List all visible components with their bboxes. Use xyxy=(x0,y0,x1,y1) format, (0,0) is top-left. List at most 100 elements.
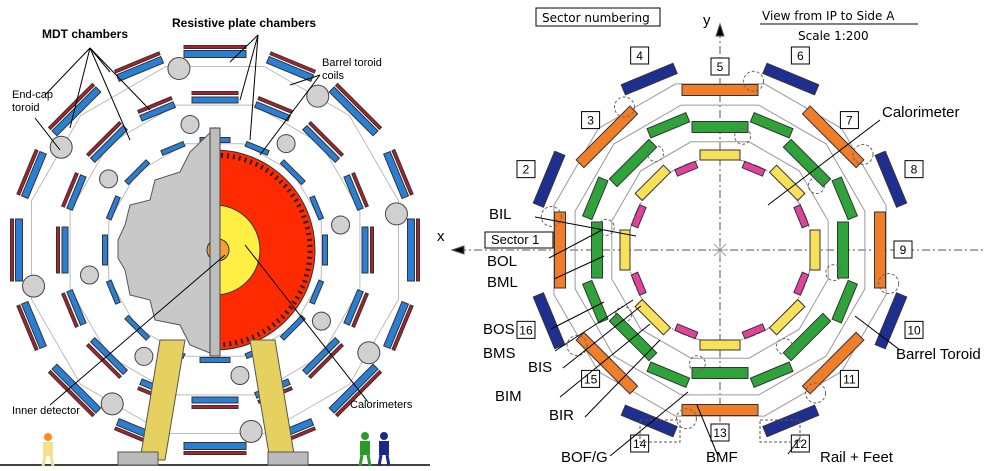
grey-shielding xyxy=(117,126,216,356)
outer-rpc-chamber xyxy=(113,51,161,74)
rail-feet-label: Rail + Feet xyxy=(820,449,894,466)
right-leader-lines xyxy=(534,119,901,457)
coil-outline-inner xyxy=(775,337,793,355)
sector-number-box xyxy=(710,423,730,442)
outer-large-chamber xyxy=(575,105,639,169)
middle-rpc-chamber xyxy=(351,172,369,208)
mdt-chambers-label: MDT chambers xyxy=(42,27,128,41)
inner-mdt-chamber xyxy=(124,314,151,341)
sector-number: 12 xyxy=(794,437,808,451)
sector-number-box xyxy=(516,320,536,339)
sector-number: 11 xyxy=(843,372,856,386)
outer-mdt-chamber xyxy=(407,218,415,282)
middle-rpc-chamber xyxy=(307,120,345,158)
outer-small-chamber xyxy=(762,404,820,438)
coil-outline-outer xyxy=(805,382,827,404)
rpc-label: Resistive plate chambers xyxy=(172,16,316,30)
middle-rpc-chamber xyxy=(257,96,293,114)
middle-rpc-chamber xyxy=(56,226,60,274)
middle-mdt-chamber xyxy=(191,96,239,104)
inner-small-chamber xyxy=(793,271,810,296)
outer-rpc-chamber xyxy=(10,218,14,282)
middle-small-chamber xyxy=(646,361,691,389)
sector-number-box xyxy=(893,240,913,259)
sector-number: 2 xyxy=(523,163,530,177)
inner-mdt-chamber xyxy=(309,279,325,305)
outer-rpc-chamber xyxy=(16,304,39,352)
coil-outline-inner xyxy=(734,127,752,145)
sector-number: 14 xyxy=(633,437,647,451)
bofg-label: BOF/G xyxy=(561,449,608,466)
left-panel-detector-cutaway: MDT chambers Resistive plate chambers Ba… xyxy=(0,16,430,467)
endcap-toroid-label-1: End-cap xyxy=(12,89,53,101)
bml-label: BML xyxy=(487,274,518,291)
bis-label: BIS xyxy=(528,359,552,376)
inner-mdt-chamber xyxy=(102,234,108,266)
sector-number-box xyxy=(516,160,536,179)
middle-mdt-chamber xyxy=(139,101,177,122)
middle-mdt-chamber xyxy=(191,396,239,404)
outer-rpc-chamber xyxy=(391,148,414,196)
barrel-toroid-label: Barrel Toroid xyxy=(896,346,981,363)
left-leader-lines xyxy=(34,34,369,406)
bms-label: BMS xyxy=(483,345,516,362)
outer-mdt-chamber xyxy=(183,442,247,450)
outer-large-chamber xyxy=(681,404,759,416)
coil-inner xyxy=(230,366,250,386)
toroid-coil-outlines xyxy=(540,70,900,430)
outer-rpc-chamber xyxy=(16,148,39,196)
outer-rpc-chamber xyxy=(334,82,383,131)
inner-mdt-chamber xyxy=(279,314,306,341)
sector-number-box xyxy=(839,369,859,388)
coil-outline-outer xyxy=(566,335,588,357)
coil-inner xyxy=(276,134,296,154)
coil-outline-inner xyxy=(647,145,665,163)
middle-small-chamber xyxy=(581,279,609,324)
outer-small-chamber xyxy=(532,292,566,350)
inner-mdt-chamber xyxy=(199,357,231,363)
middle-mdt-chamber xyxy=(301,124,341,164)
coil-inner xyxy=(134,346,154,366)
middle-mdt-chamber xyxy=(89,124,129,164)
inner-large-chamber xyxy=(768,164,806,202)
inner-large-chamber xyxy=(634,298,672,336)
middle-mdt-chamber xyxy=(61,226,69,274)
middle-mdt-chamber xyxy=(343,174,364,212)
sector-number-box xyxy=(904,160,924,179)
inner-detector-label: Inner detector xyxy=(12,405,80,417)
middle-large-chamber xyxy=(691,121,749,133)
coil-outer xyxy=(100,392,124,416)
bil-label: BIL xyxy=(489,206,512,223)
coil-inner xyxy=(311,311,331,331)
middle-mdt-chamber xyxy=(66,174,87,212)
inner-mdt-chamber xyxy=(244,140,270,156)
sector-number-box xyxy=(630,434,650,453)
inner-mdt-chamber xyxy=(322,234,328,266)
middle-rpc-chamber xyxy=(191,91,239,95)
coil-outer xyxy=(49,135,73,159)
inner-small-chamber xyxy=(741,160,766,177)
outer-rpc-chamber xyxy=(47,369,96,418)
bir-label: BIR xyxy=(549,407,574,424)
outer-rpc-chamber xyxy=(334,369,383,418)
outer-small-chamber xyxy=(874,292,908,350)
inner-mdt-chamber xyxy=(309,195,325,221)
person-blue xyxy=(377,432,391,467)
person-icons xyxy=(41,432,391,467)
outer-rpc-chamber xyxy=(183,451,247,455)
coil-outline-outer xyxy=(613,96,635,118)
sector-number-box xyxy=(710,57,730,76)
inner-mdt-chamber xyxy=(124,159,151,186)
outer-mdt-chamber xyxy=(51,86,102,137)
middle-rpc-chamber xyxy=(85,120,123,158)
outer-large-chamber xyxy=(801,105,865,169)
coil-outer xyxy=(22,274,46,298)
middle-small-chamber xyxy=(581,176,609,221)
outer-mdt-chamber xyxy=(115,55,165,82)
calorimeter-dashes xyxy=(214,152,313,348)
sector-number-box xyxy=(904,320,924,339)
outer-small-chamber xyxy=(532,150,566,208)
middle-mdt-chamber xyxy=(253,101,291,122)
inner-small-chamber xyxy=(630,271,647,296)
